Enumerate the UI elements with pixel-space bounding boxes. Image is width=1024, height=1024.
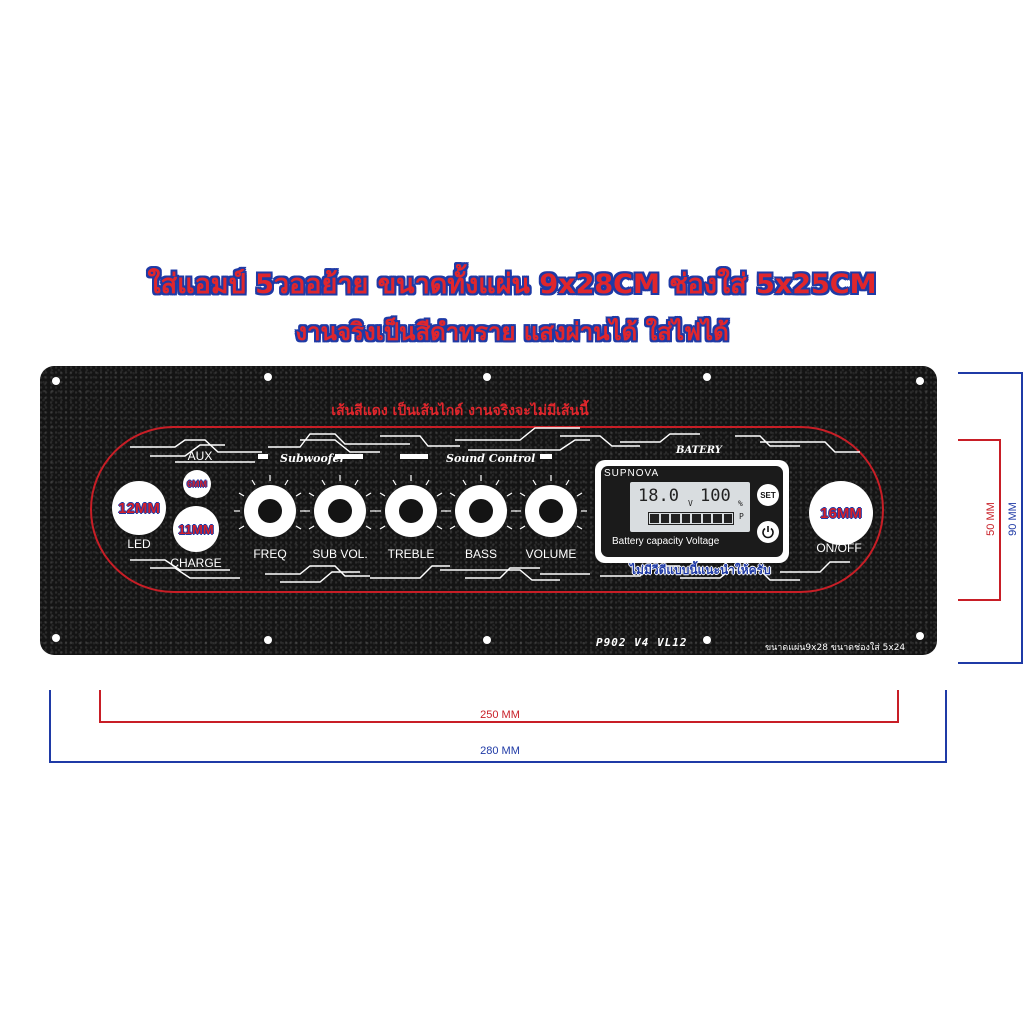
treble-knob[interactable] — [385, 485, 437, 537]
sub-volume-knob[interactable] — [314, 485, 366, 537]
lcd-screen — [630, 482, 750, 532]
battery-brand: SUPNOVA — [604, 468, 660, 479]
subwoofer-section-title: Subwoofer — [280, 452, 346, 465]
lcd-percent: 100 — [700, 486, 731, 506]
sound-control-section-title: Sound Control — [446, 452, 536, 465]
mount-hole — [916, 377, 924, 385]
battery-cell — [713, 514, 722, 523]
battery-cell — [671, 514, 680, 523]
outer-height-label: 90 MM — [1007, 502, 1019, 536]
power-switch-hole[interactable]: 16MM — [809, 481, 873, 545]
headline-primary: ใส่แอมป์ 5วออย้าย ขนาดทั้งแผ่น 9x28CM ช่… — [147, 269, 877, 300]
set-button[interactable]: SET — [757, 484, 779, 506]
battery-section-title: BATERY — [676, 445, 722, 456]
guide-line-note: เส้นสีแดง เป็นเส้นไกด์ งานจริงจะไม่มีเส้… — [331, 403, 589, 419]
outer-width-label: 280 MM — [480, 745, 520, 757]
mount-hole — [483, 373, 491, 381]
volume-knob[interactable] — [525, 485, 577, 537]
lcd-p-mark: P — [739, 512, 744, 521]
mount-hole — [703, 373, 711, 381]
display-note: ไม่มีวีดีแบบนี้แนะนำให้ครับ — [630, 563, 771, 577]
battery-level-bar — [648, 512, 734, 525]
led-hole: 12MM — [112, 481, 166, 535]
bass-label: BASS — [464, 547, 497, 561]
power-icon — [762, 526, 774, 539]
freq-label: FREQ — [253, 547, 287, 561]
bass-knob[interactable] — [455, 485, 507, 537]
inner-height-label: 50 MM — [985, 502, 997, 536]
mount-hole — [703, 636, 711, 644]
sub-volume-label: SUB VOL. — [312, 547, 368, 561]
charge-port[interactable]: 11MM — [173, 506, 219, 552]
battery-cell — [692, 514, 701, 523]
battery-caption: Battery capacity Voltage — [612, 536, 720, 547]
lcd-percent-unit: % — [738, 499, 743, 508]
mount-hole — [483, 636, 491, 644]
lcd-voltage-unit: V — [688, 499, 693, 508]
mount-hole — [52, 634, 60, 642]
volume-label: VOLUME — [525, 547, 577, 561]
cutout-guide-line — [90, 426, 884, 593]
battery-cell — [702, 514, 711, 523]
charge-label: CHARGE — [170, 556, 222, 570]
battery-cell — [650, 514, 659, 523]
lcd-voltage: 18.0 — [638, 486, 679, 506]
battery-cell — [723, 514, 732, 523]
mount-hole — [52, 377, 60, 385]
aux-label: AUX — [187, 449, 213, 463]
display-power-button[interactable] — [757, 521, 779, 543]
inner-width-label: 250 MM — [480, 709, 520, 721]
freq-knob[interactable] — [244, 485, 296, 537]
power-switch-label: ON/OFF — [816, 541, 862, 555]
model-number: P902 V4 VL12 — [596, 636, 688, 649]
headline-secondary: งานจริงเป็นสีดำทราย แสงผ่านได้ ใส่ไฟได้ — [295, 318, 729, 346]
mount-hole — [264, 636, 272, 644]
battery-cell — [681, 514, 690, 523]
mount-hole — [264, 373, 272, 381]
mount-hole — [916, 632, 924, 640]
panel-size-note: ขนาดแผ่น9x28 ขนาดช่องใส่ 5x24 — [765, 643, 906, 653]
aux-jack[interactable]: 6MM — [183, 470, 211, 498]
led-label: LED — [127, 537, 151, 551]
treble-label: TREBLE — [387, 547, 435, 561]
battery-cell — [660, 514, 669, 523]
